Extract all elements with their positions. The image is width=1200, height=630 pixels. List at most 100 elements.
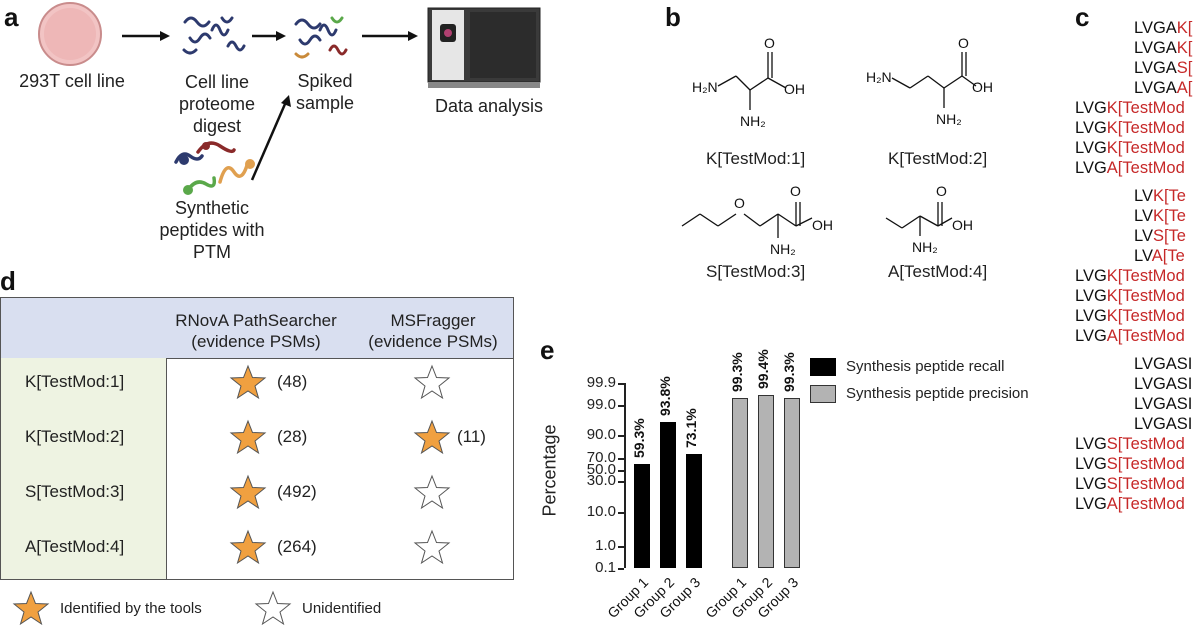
- y-tick-mark: [618, 470, 624, 472]
- panel-label-a: a: [4, 2, 19, 32]
- sequence-modification: S[TestMod: [1106, 435, 1185, 453]
- panel-label-c: c: [1075, 2, 1090, 32]
- legend-filled-star-icon: [12, 590, 50, 626]
- mass-spectrometer-icon: [427, 7, 541, 88]
- identified-star-icon: [229, 364, 267, 400]
- recall-bar: [686, 454, 702, 568]
- sequence-row: LVGAK[: [1134, 18, 1192, 38]
- sequence-prefix: LVG: [1075, 475, 1107, 493]
- sequence-modification: K[Te: [1152, 187, 1186, 205]
- sequence-modification: K[TestMod: [1106, 307, 1185, 325]
- sequence-row: LVGAS[: [1134, 58, 1192, 78]
- recall-bar: [660, 422, 676, 568]
- structure3-name: S[TestMod:3]: [706, 262, 806, 281]
- y-tick-mark: [618, 405, 624, 407]
- rnova-count: (492): [277, 482, 317, 501]
- sequence-row: LVGS[TestMod: [1075, 454, 1185, 474]
- sequence-prefix: LVG: [1075, 139, 1107, 157]
- sequence-modification: A[TestMod: [1106, 495, 1185, 513]
- bar-value-label: 73.1%: [683, 408, 699, 449]
- structure4-oh: OH: [952, 217, 973, 233]
- sequence-modification: K[: [1176, 19, 1193, 37]
- y-tick-label: 0.1: [595, 559, 616, 576]
- sequence-row: LVGK[TestMod: [1075, 286, 1185, 306]
- y-tick-label: 99.9: [586, 374, 616, 391]
- spiked-sample-label: Spiked sample: [295, 71, 355, 113]
- y-axis-line: [624, 383, 626, 568]
- identification-table: RNovA PathSearcher (evidence PSMs) MSFra…: [0, 297, 514, 580]
- sequence-row: LVGASI: [1134, 374, 1192, 394]
- chemical-structures: H₂N NH₂ O OH H₂N NH₂ O OH O O OH NH₂: [681, 35, 993, 257]
- structure2-oh: OH: [972, 79, 993, 95]
- sequence-modification: A[: [1176, 79, 1193, 97]
- bar-value-label: 99.3%: [729, 351, 745, 392]
- sequence-modification: K[TestMod: [1106, 99, 1185, 117]
- row-label: K[TestMod:2]: [25, 427, 125, 446]
- structure4-o: O: [936, 183, 947, 199]
- panel-label-e: e: [540, 335, 555, 365]
- structure1-oh: OH: [784, 81, 805, 97]
- y-axis-label: Percentage: [539, 424, 560, 517]
- sequence-modification: K[TestMod: [1106, 267, 1185, 285]
- sequence-modification: S[TestMod: [1106, 475, 1185, 493]
- spiked-sample-icon: [294, 16, 348, 59]
- sequence-row: LVGASI: [1134, 394, 1192, 414]
- y-tick-label: 30.0: [586, 472, 616, 489]
- sequence-prefix: LV: [1134, 187, 1153, 205]
- legend-recall-label: Synthesis peptide recall: [846, 358, 1005, 375]
- sequence-modification: K[TestMod: [1106, 139, 1185, 157]
- sequence-prefix: LVGA: [1134, 59, 1177, 77]
- sequence-prefix: LVGASI: [1134, 375, 1193, 393]
- structure3-oh: OH: [812, 217, 833, 233]
- sequence-row: LVGAK[: [1134, 38, 1192, 58]
- structure1-h2n: H₂N: [692, 79, 718, 95]
- structure-k-testmod-1: [717, 52, 787, 110]
- sequence-prefix: LVG: [1075, 267, 1107, 285]
- sequence-row: LVGK[TestMod: [1075, 118, 1185, 138]
- structure3-o: O: [790, 183, 801, 199]
- cell-line-label: 293T cell line: [19, 71, 125, 91]
- structure-s-testmod-3: [681, 202, 813, 238]
- structure4-nh2: NH₂: [912, 239, 938, 255]
- sequence-prefix: LVGA: [1134, 79, 1177, 97]
- y-tick-label: 70.0: [586, 449, 616, 466]
- structure-a-testmod-4: [885, 202, 953, 236]
- rnova-count: (264): [277, 537, 317, 556]
- sequence-row: LVGS[TestMod: [1075, 434, 1185, 454]
- y-tick-mark: [618, 546, 624, 548]
- y-tick-label: 50.0: [586, 461, 616, 478]
- y-tick-mark: [618, 568, 624, 570]
- structure-k-testmod-2: [891, 52, 977, 108]
- sequence-modification: S[Te: [1152, 227, 1186, 245]
- workflow-diagram: [38, 2, 541, 195]
- y-tick-mark: [618, 383, 624, 385]
- sequence-prefix: LVGASI: [1134, 355, 1193, 373]
- structure2-o: O: [958, 35, 969, 51]
- sequence-modification: K[Te: [1152, 207, 1186, 225]
- legend-unidentified: Unidentified: [302, 600, 382, 617]
- sequence-prefix: LVG: [1075, 99, 1107, 117]
- identified-star-icon: [229, 474, 267, 510]
- sequence-modification: A[TestMod: [1106, 159, 1185, 177]
- sequence-row: LVGA[TestMod: [1075, 158, 1185, 178]
- sequence-prefix: LVG: [1075, 435, 1107, 453]
- col-header-rnova: RNovA PathSearcher (evidence PSMs): [175, 311, 337, 351]
- structure4-name: A[TestMod:4]: [888, 262, 988, 281]
- legend-precision-label: Synthesis peptide precision: [846, 385, 1029, 402]
- sequence-row: LVGK[TestMod: [1075, 266, 1185, 286]
- synthetic-peptides-icon: [174, 141, 255, 195]
- sequence-modification: K[TestMod: [1106, 119, 1185, 137]
- bar-value-label: 93.8%: [657, 376, 673, 417]
- precision-bar: [732, 397, 748, 568]
- sequence-prefix: LVG: [1075, 119, 1107, 137]
- sequence-row: LVGK[TestMod: [1075, 98, 1185, 118]
- sequence-row: LVGAA[: [1134, 78, 1192, 98]
- y-tick-mark: [618, 458, 624, 460]
- msfragger-count: (11): [457, 427, 486, 446]
- y-tick-mark: [618, 435, 624, 437]
- sequence-row: LVGS[TestMod: [1075, 474, 1185, 494]
- panel-label-b: b: [665, 2, 681, 32]
- sequence-row: LVGA[TestMod: [1075, 326, 1185, 346]
- sequence-prefix: LVG: [1075, 327, 1107, 345]
- y-tick-label: 1.0: [595, 537, 616, 554]
